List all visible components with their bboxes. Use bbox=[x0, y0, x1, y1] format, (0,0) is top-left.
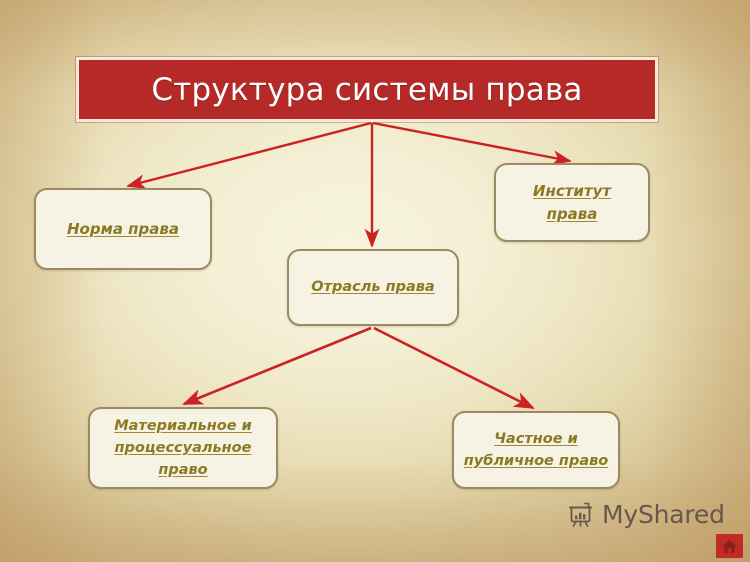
node-otrasl-prava[interactable]: Отрасль права bbox=[287, 249, 459, 326]
title-banner: Структура системы права bbox=[76, 57, 658, 122]
page-title: Структура системы права bbox=[151, 71, 583, 108]
node-materialnoe-processualnoe-pravo-label: Материальное и процессуальное право bbox=[114, 418, 252, 478]
presentation-board-icon bbox=[569, 502, 592, 527]
node-chastnoe-publichnoe-pravo[interactable]: Частное и публичное право bbox=[452, 411, 620, 489]
node-chastnoe-publichnoe-pravo-label: Частное и публичное право bbox=[463, 431, 609, 469]
edge-title-to-institut bbox=[372, 121, 572, 166]
node-materialnoe-processualnoe-pravo[interactable]: Материальное и процессуальное право bbox=[88, 407, 278, 489]
node-otrasl-prava-label: Отрасль права bbox=[311, 279, 435, 295]
myshared-watermark: MyShared bbox=[567, 500, 725, 529]
node-institut-prava[interactable]: Институт права bbox=[494, 163, 650, 242]
home-icon bbox=[722, 539, 737, 553]
myshared-watermark-label: MyShared bbox=[602, 500, 725, 529]
edge-otrasl-to-chastnoe bbox=[373, 326, 535, 410]
node-norma-prava-label: Норма права bbox=[66, 219, 180, 238]
edge-title-to-norma bbox=[126, 121, 372, 189]
home-button[interactable] bbox=[716, 534, 743, 558]
node-norma-prava[interactable]: Норма права bbox=[34, 188, 212, 270]
node-institut-prava-label: Институт права bbox=[532, 181, 612, 223]
edge-otrasl-to-material bbox=[182, 326, 372, 406]
